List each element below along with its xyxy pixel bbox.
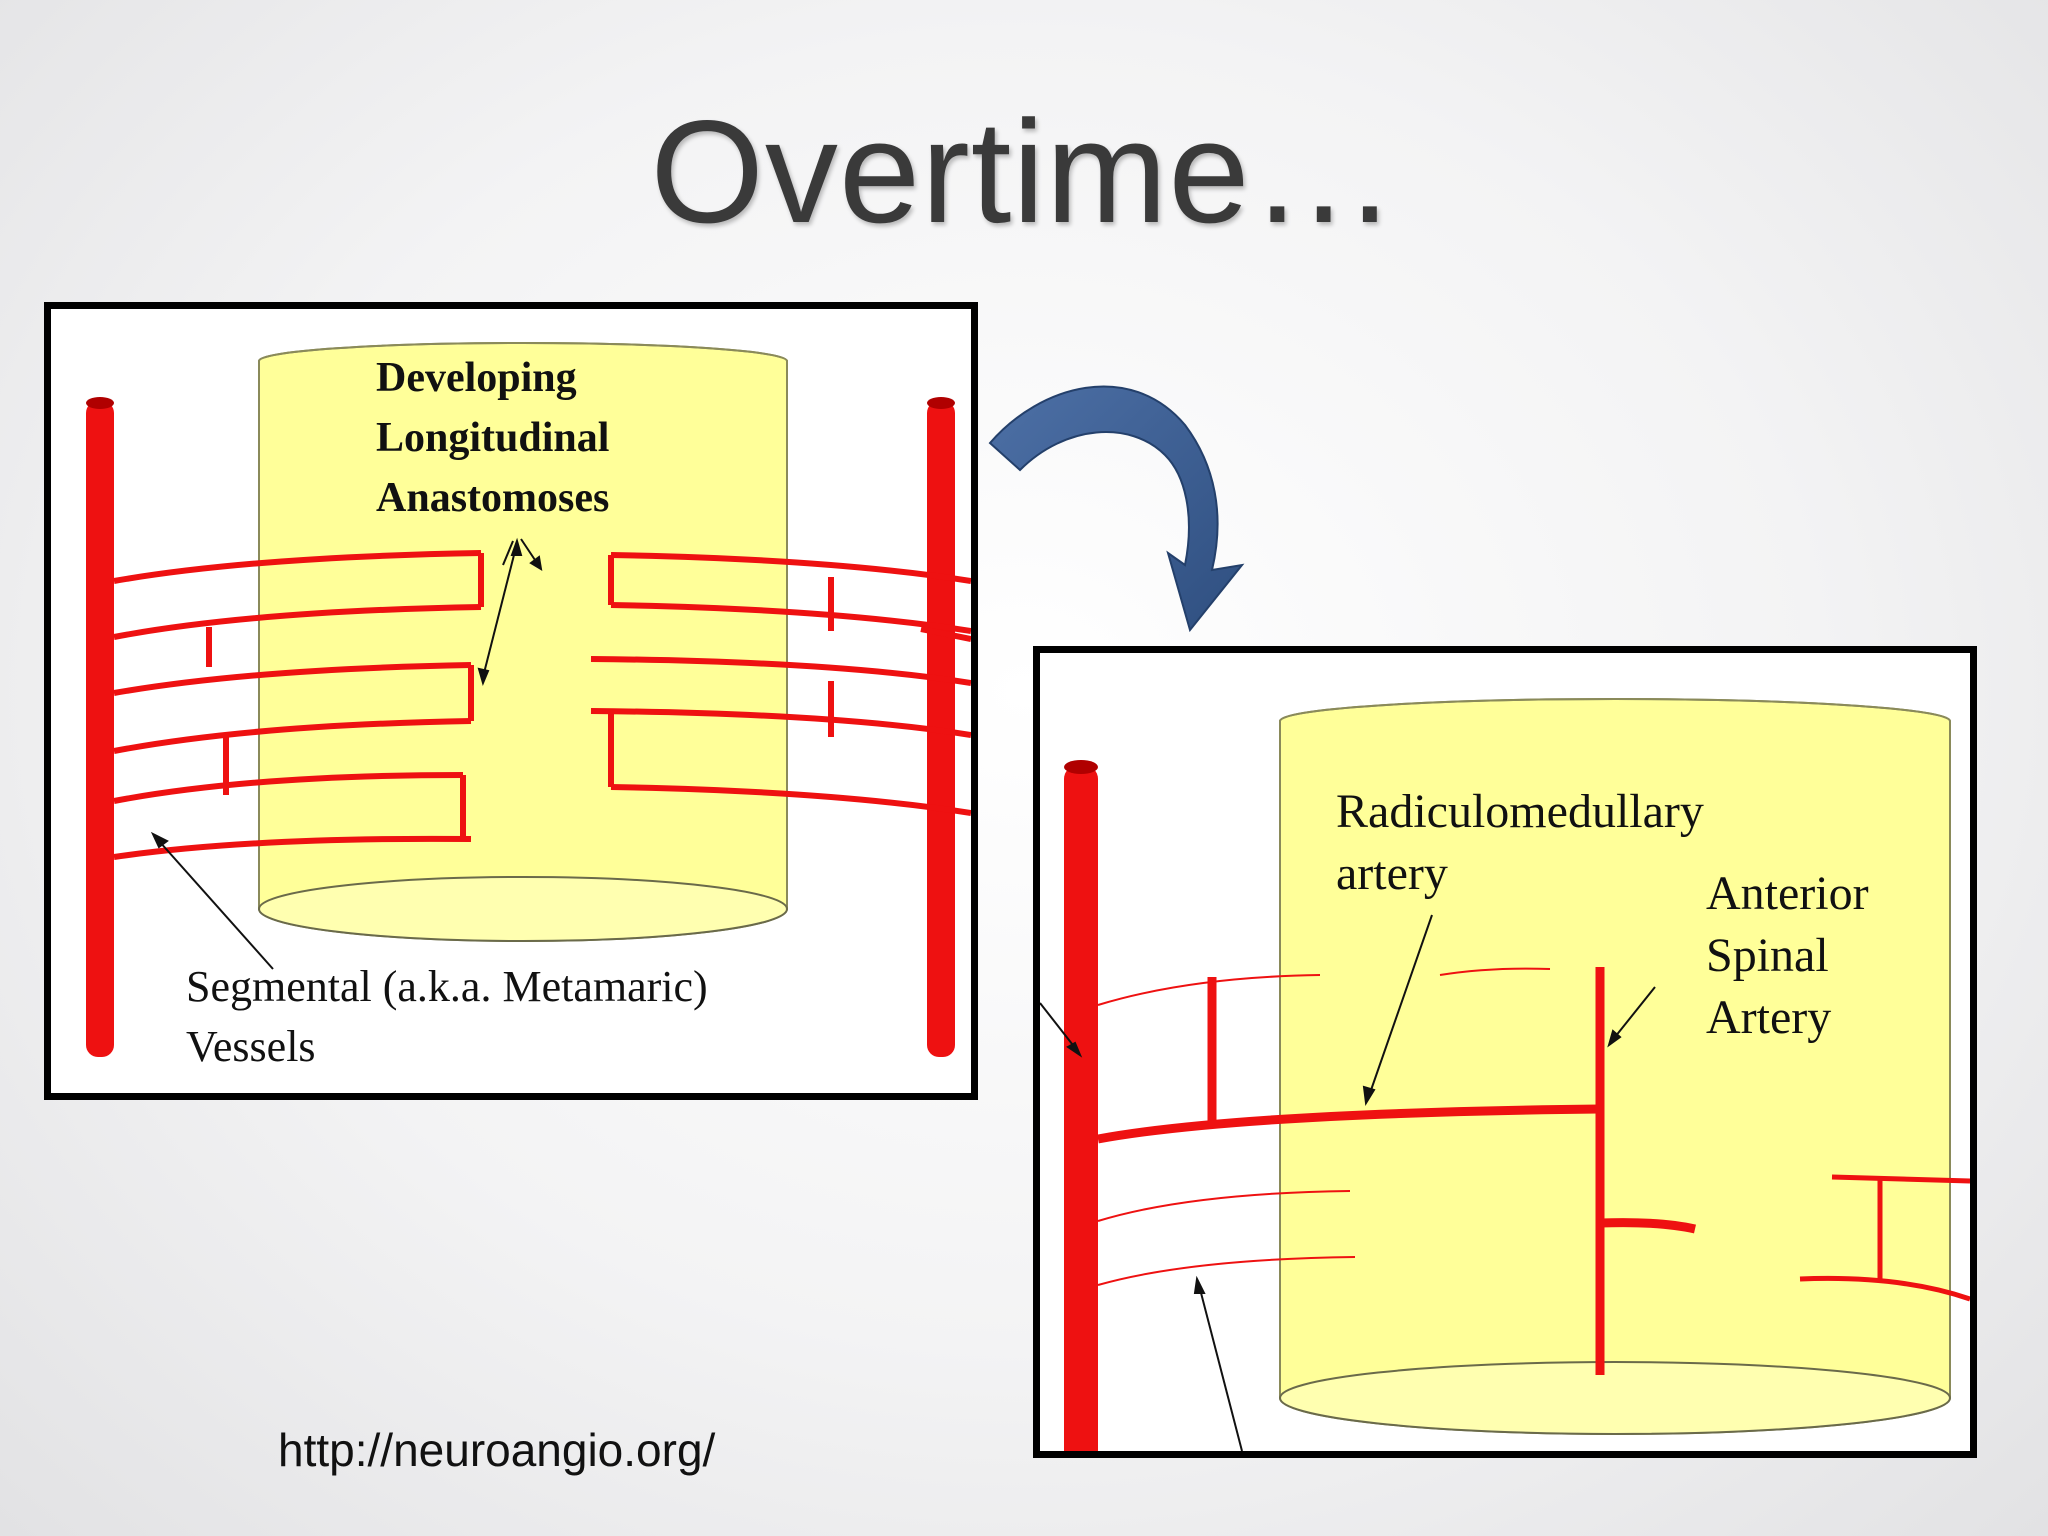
right-side-branches — [1799, 1174, 1970, 1302]
segmental-vessel — [1064, 760, 1098, 1451]
developing-label-line1: Developing — [376, 355, 577, 401]
developing-label-line2: Longitudinal — [376, 415, 609, 461]
spinal-cord-cylinder — [258, 342, 788, 942]
regressed-segmental-branches — [1097, 967, 1551, 1286]
anterior-spinal-label-line2: Spinal — [1706, 929, 1829, 982]
curved-arrow-icon — [988, 385, 1245, 633]
radiculomedullary-pointer-arrow — [1362, 914, 1433, 1106]
regressed-branch-pointer-arrow — [1193, 1275, 1243, 1451]
anterior-spinal-label-line3: Artery — [1706, 991, 1831, 1044]
segmental-label-line2: Vessels — [186, 1022, 316, 1071]
spinal-cord-cylinder — [1279, 698, 1951, 1435]
anastomoses-pointer-arrows — [477, 537, 543, 687]
segmental-vessel-left — [86, 397, 114, 1057]
radiculomedullary-label-line2: artery — [1336, 847, 1448, 900]
anterior-spinal-label-line1: Anterior — [1706, 867, 1869, 920]
segmental-pointer-arrow — [1040, 1002, 1083, 1058]
developing-label-line3: Anastomoses — [376, 475, 609, 521]
right-segmental-branches — [590, 552, 971, 816]
anterior-spinal-artery — [1595, 967, 1697, 1375]
source-url: http://neuroangio.org/ — [278, 1424, 716, 1476]
radiculomedullary-artery — [1097, 977, 1601, 1144]
mature-spinal-artery-diagram: Radiculomedullary artery Anterior Spinal… — [1033, 646, 1977, 1458]
slide-title: Overtime… — [650, 90, 1398, 253]
developing-anastomoses-diagram: Developing Longitudinal Anastomoses Segm… — [44, 302, 978, 1100]
segmental-pointer-arrow — [150, 831, 274, 970]
segmental-label-line1: Segmental (a.k.a. Metamaric) — [186, 962, 708, 1011]
anterior-spinal-pointer-arrow — [1607, 986, 1656, 1048]
radiculomedullary-label-line1: Radiculomedullary — [1336, 785, 1704, 838]
left-segmental-branches — [113, 550, 484, 860]
